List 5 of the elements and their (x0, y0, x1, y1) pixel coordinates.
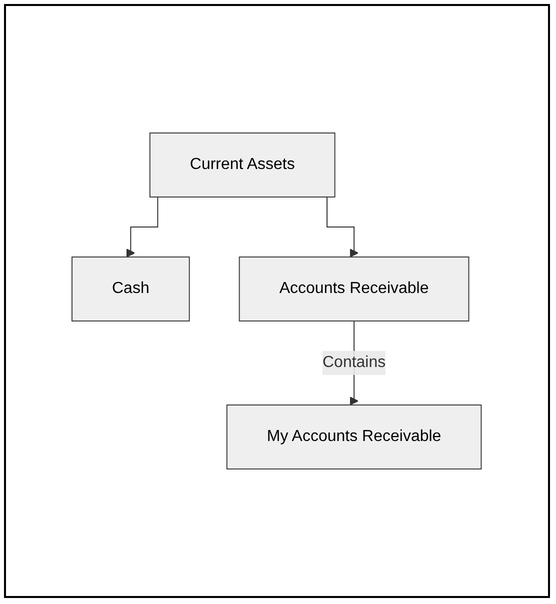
edge-label: Contains (322, 354, 386, 371)
node-box: Accounts Receivable (239, 256, 470, 322)
node-box: Cash (72, 256, 190, 322)
node-box: Current Assets (150, 132, 336, 198)
node-box: My Accounts Receivable (226, 404, 482, 470)
